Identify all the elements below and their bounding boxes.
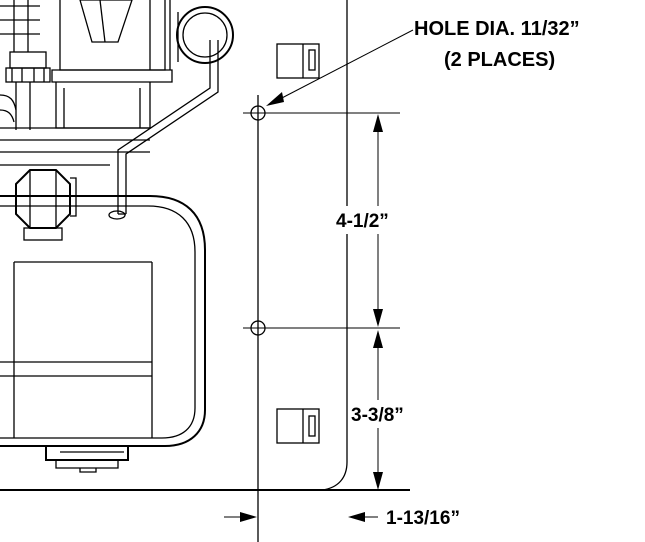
dimension-label-lower: 3-3/8” <box>351 405 404 426</box>
dimension-label-upper: 4-1/2” <box>336 211 389 232</box>
mounting-hole-lower <box>243 320 400 336</box>
hex-nut-top <box>79 0 133 43</box>
hole-callout-leader <box>266 29 414 106</box>
mounting-plate <box>257 0 348 542</box>
callout-line-1: HOLE DIA. 11/32” <box>414 18 580 40</box>
dimension-label-horizontal: 1-13/16” <box>386 508 460 529</box>
bent-tube <box>108 40 219 220</box>
slot-lower <box>276 408 320 444</box>
callout-line-2: (2 PLACES) <box>444 49 555 71</box>
slot-upper <box>276 43 320 79</box>
mounting-hole-upper <box>243 105 400 121</box>
plate-right-edge <box>321 0 348 491</box>
equipment-assembly <box>0 0 410 491</box>
hex-cap-bolt <box>15 169 77 241</box>
horizontal-dimension <box>224 512 378 522</box>
drain-fitting <box>45 446 129 473</box>
gauge-dial <box>169 0 234 70</box>
tank <box>0 195 206 447</box>
valve-body <box>0 0 173 166</box>
pipe-fitting <box>0 0 51 130</box>
